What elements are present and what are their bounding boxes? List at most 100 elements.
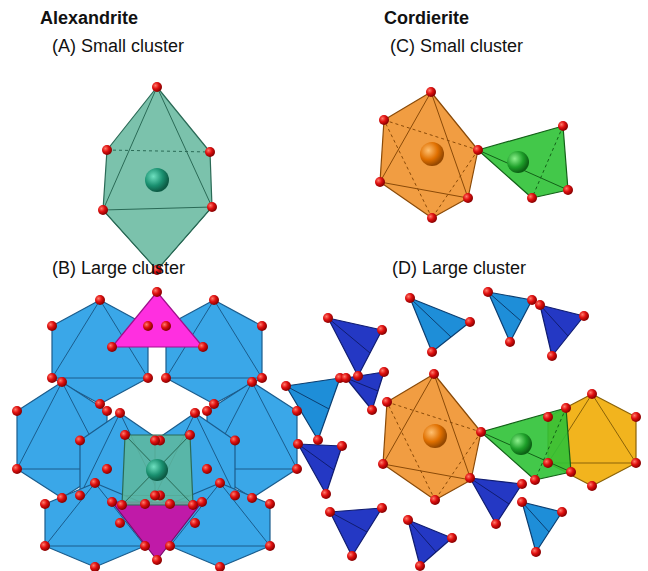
oxygen-atom [107,497,117,507]
oxygen-atom [631,412,641,422]
tetrahedron-edge [481,432,571,472]
panel-label: (A) Small cluster [52,36,184,58]
alo6-octahedron-edge [45,483,95,546]
octahedron-edge [103,87,157,210]
tetrahedron-edge [408,520,436,552]
oxygen-atom [353,371,363,381]
tetrahedron-edge [298,444,334,470]
oxygen-atom [517,479,527,489]
alo6-octahedron-edge [195,413,235,496]
tetrahedral-atom [507,151,529,173]
oxygen-atom [379,367,389,377]
oxygen-atom [292,406,302,416]
panel-label: (D) Large cluster [392,258,526,280]
oxygen-atom [90,562,100,571]
oxygen-atom [102,464,112,474]
tetrahedron-edge [286,386,329,409]
sio4-tetrahedron [330,508,382,556]
oxygen-atom [313,435,323,445]
oxygen-atom [323,313,333,323]
oxygen-atom [102,145,112,155]
oxygen-atom [265,499,275,509]
oxygen-atom [190,408,200,418]
alo6-octahedron-edge [166,378,262,379]
octahedron-edge [103,207,212,210]
alo6-octahedron-edge [252,382,297,469]
oxygen-atom [415,561,425,571]
oxygen-atom [197,497,207,507]
fe-octahedron [383,374,481,500]
oxygen-atom [75,436,85,446]
oxygen-atom [379,115,389,125]
oxygen-atom [165,499,175,509]
oxygen-atom [198,342,208,352]
al-octahedron-edge [592,394,636,463]
oxygen-atom [152,287,162,297]
alo6-octahedron-edge [52,300,100,378]
oxygen-atom [247,377,257,387]
oxygen-atom [535,300,545,310]
oxygen-atom [527,193,537,203]
tetrahedral-atom [510,433,532,455]
oxygen-atom [47,373,57,383]
tetrahedron-edge [410,298,451,337]
sio4-tetrahedron [408,520,452,566]
tetrahedron [481,408,571,480]
cr-atom [146,459,168,481]
tetrahedron-edge [470,478,509,504]
tetrahedron [478,126,568,198]
oxygen-atom [403,515,413,525]
oxygen-atom [579,311,589,321]
sio4-tetrahedron [328,318,382,376]
oxygen-atom [143,321,153,331]
tetrahedron-edge [478,150,568,190]
oxygen-atom [12,406,22,416]
column-heading: Alexandrite [40,8,138,30]
oxygen-atom [426,87,436,97]
oxygen-atom [202,406,212,416]
oxygen-atom [465,473,475,483]
oxygen-atom [140,541,150,551]
fe-atom [420,142,444,166]
alo6-octahedron-edge [220,483,270,546]
oxygen-atom [143,373,153,383]
oxygen-atom [102,406,112,416]
sio4-tetrahedron [540,305,584,356]
oxygen-atom [117,500,127,510]
oxygen-atom [40,541,50,551]
oxygen-atom [531,547,541,557]
oxygen-atom [115,408,125,418]
oxygen-atom [57,493,67,503]
oxygen-atom [209,295,219,305]
oxygen-atom [587,481,597,491]
oxygen-atom [230,491,240,501]
oxygen-atom [107,342,117,352]
cr-atom [145,168,169,192]
oxygen-atom [140,499,150,509]
oxygen-atom [587,389,597,399]
sio4-tetrahedron [286,378,340,440]
oxygen-atom [561,403,571,413]
oxygen-atom [57,377,67,387]
oxygen-atom [473,145,483,155]
sio4-tetrahedron [346,372,384,410]
oxygen-atom [161,373,171,383]
alo6-octahedron-edge [170,546,270,547]
oxygen-atom [557,507,567,517]
oxygen-atom [120,430,130,440]
oxygen-atom [95,295,105,305]
oxygen-atom [543,458,553,468]
tetrahedron-edge [488,292,521,321]
tetrahedron-back-edge [532,126,563,198]
oxygen-atom [427,213,437,223]
oxygen-atom [281,381,291,391]
oxygen-atom [491,519,501,529]
octahedron-edge [383,464,471,480]
tetrahedron-edge [330,512,367,532]
oxygen-atom [247,493,257,503]
oxygen-atom [150,491,160,501]
oxygen-atom [188,500,198,510]
oxygen-atom [202,464,212,474]
oxygen-atom [517,497,527,507]
